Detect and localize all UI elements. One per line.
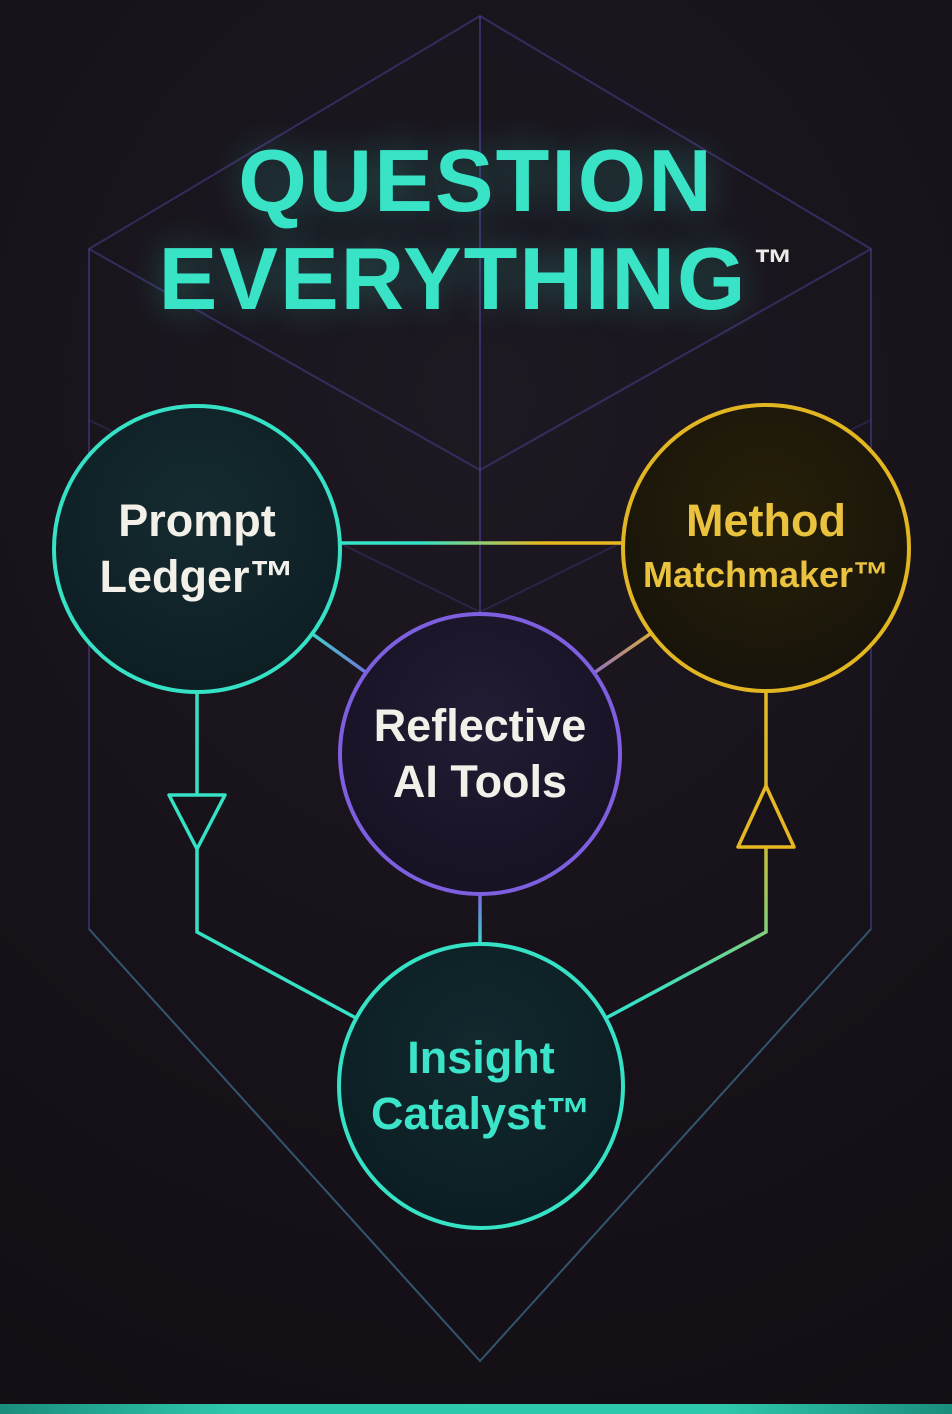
title-line2-text: EVERYTHING	[158, 229, 748, 328]
method-matchmaker-label-line2: Matchmaker™	[642, 554, 890, 595]
reflective-ai-tools-label-line2: AI Tools	[392, 756, 568, 807]
reflective-ai-tools-circle	[338, 612, 622, 896]
background-chevron-bottom-teal	[88, 928, 872, 1363]
title-trademark: ™	[753, 242, 794, 286]
node-reflective-ai-tools: Reflective AI Tools	[340, 614, 620, 894]
prompt-ledger-circle	[52, 404, 342, 694]
edge-method-to-insight	[604, 686, 768, 1020]
bottom-accent-bar	[0, 1404, 952, 1414]
insight-catalyst-label-line1: Insight	[407, 1032, 555, 1083]
prompt-ledger-label-line2: Ledger™	[99, 551, 295, 602]
reflective-ai-tools-label-line1: Reflective	[373, 700, 587, 751]
node-circles	[52, 403, 911, 1230]
prompt-ledger-label-line1: Prompt	[118, 495, 276, 546]
edge-prompt-to-insight	[195, 686, 358, 1020]
insight-catalyst-label-line2: Catalyst™	[370, 1088, 592, 1139]
arrows	[167, 784, 796, 851]
title-line-1: QUESTION	[238, 131, 714, 230]
up-arrow-icon	[736, 784, 796, 849]
node-prompt-ledger: Prompt Ledger™	[54, 406, 340, 692]
method-matchmaker-label-line1: Method	[686, 495, 846, 546]
node-method-matchmaker: Method Matchmaker™	[623, 405, 909, 691]
down-arrow-icon	[167, 793, 227, 851]
node-insight-catalyst: Insight Catalyst™	[339, 944, 623, 1228]
insight-catalyst-circle	[337, 942, 625, 1230]
method-matchmaker-circle	[621, 403, 911, 693]
